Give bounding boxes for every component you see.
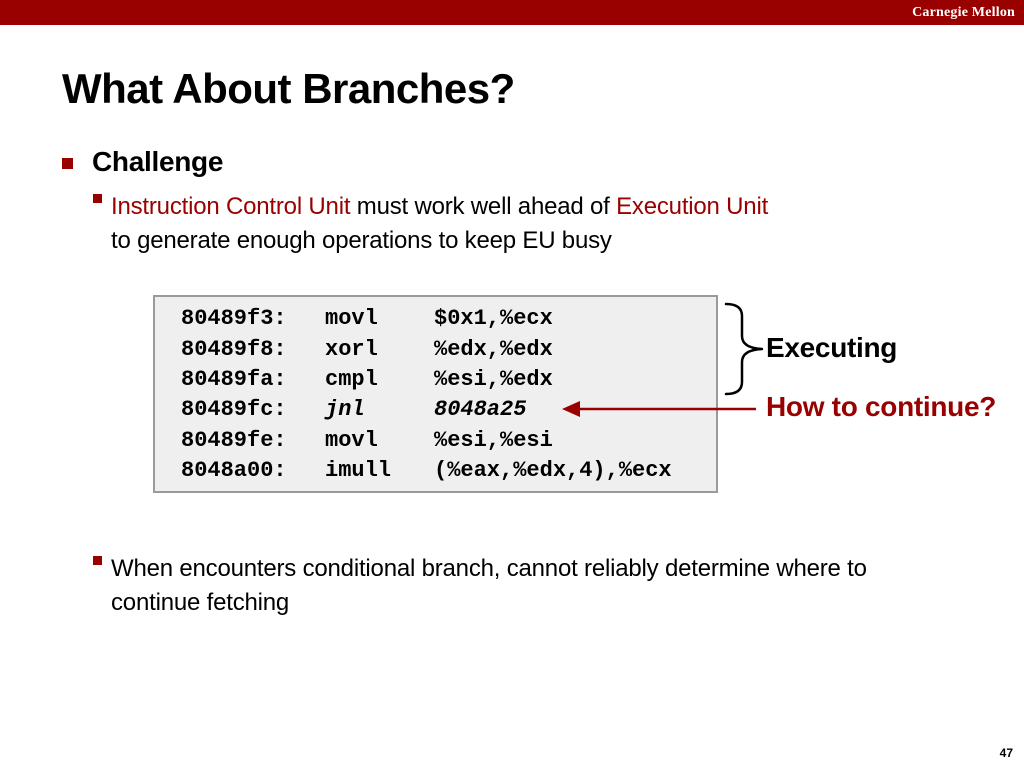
text-segment: Instruction Control Unit [111,193,351,220]
code-operands: %esi,%edx [434,367,553,392]
text-line: continue fetching [111,586,867,620]
text-line: Instruction Control Unit must work well … [111,190,768,224]
code-line: 8048a00: imull (%eax,%edx,4),%ecx [181,455,672,486]
text-segment: continue fetching [111,589,290,616]
code-line: 80489fa: cmpl %esi,%edx [181,364,553,395]
square-bullet-icon [93,556,102,565]
code-address: 80489fc: [181,397,287,422]
code-opcode: jnl [325,397,365,422]
code-operands: %esi,%esi [434,428,553,453]
sub-bullet-text: When encounters conditional branch, cann… [111,552,867,620]
code-line: 80489f3: movl $0x1,%ecx [181,303,553,334]
square-bullet-icon [93,194,102,203]
code-line: 80489fe: movl %esi,%esi [181,425,553,456]
text-segment: Execution Unit [616,193,769,220]
arrow-left-icon [562,401,756,417]
sub-bullet-branch: When encounters conditional branch, cann… [93,552,867,620]
code-address: 80489fe: [181,428,287,453]
sub-bullet-challenge: Instruction Control Unit must work well … [93,190,768,258]
code-line: 80489fc: jnl 8048a25 [181,394,526,425]
text-line: to generate enough operations to keep EU… [111,224,768,258]
main-bullet-label: Challenge [92,146,224,177]
code-operands: 8048a25 [434,397,527,422]
code-opcode: xorl [325,337,378,362]
sub-bullet-text: Instruction Control Unit must work well … [111,190,768,258]
brand-name: Carnegie Mellon [912,5,1015,20]
code-operands: $0x1,%ecx [434,306,553,331]
page-number: 47 [999,746,1013,760]
page-title: What About Branches? [62,65,515,112]
code-listing: 80489f3: movl $0x1,%ecx 80489f8: xorl %e… [153,295,718,493]
text-line: When encounters conditional branch, cann… [111,552,867,586]
code-opcode: movl [325,306,378,331]
code-address: 8048a00: [181,458,287,483]
main-bullet: Challenge [62,146,223,178]
code-line: 80489f8: xorl %edx,%edx [181,334,553,365]
code-address: 80489fa: [181,367,287,392]
executing-label: Executing [766,332,898,363]
code-opcode: cmpl [325,367,378,392]
header-bar: Carnegie Mellon [0,0,1024,25]
square-bullet-icon [62,158,73,169]
text-segment: must work well ahead of [350,193,617,220]
code-opcode: imull [325,458,392,483]
code-operands: (%eax,%edx,4),%ecx [434,458,672,483]
how-to-continue-label: How to continue? [766,391,997,422]
code-address: 80489f8: [181,337,287,362]
code-operands: %edx,%edx [434,337,553,362]
code-opcode: movl [325,428,378,453]
text-segment: to generate enough operations to keep EU… [111,227,612,254]
code-address: 80489f3: [181,306,287,331]
text-segment: When encounters conditional branch, cann… [111,555,867,582]
curly-brace-icon [724,302,764,396]
